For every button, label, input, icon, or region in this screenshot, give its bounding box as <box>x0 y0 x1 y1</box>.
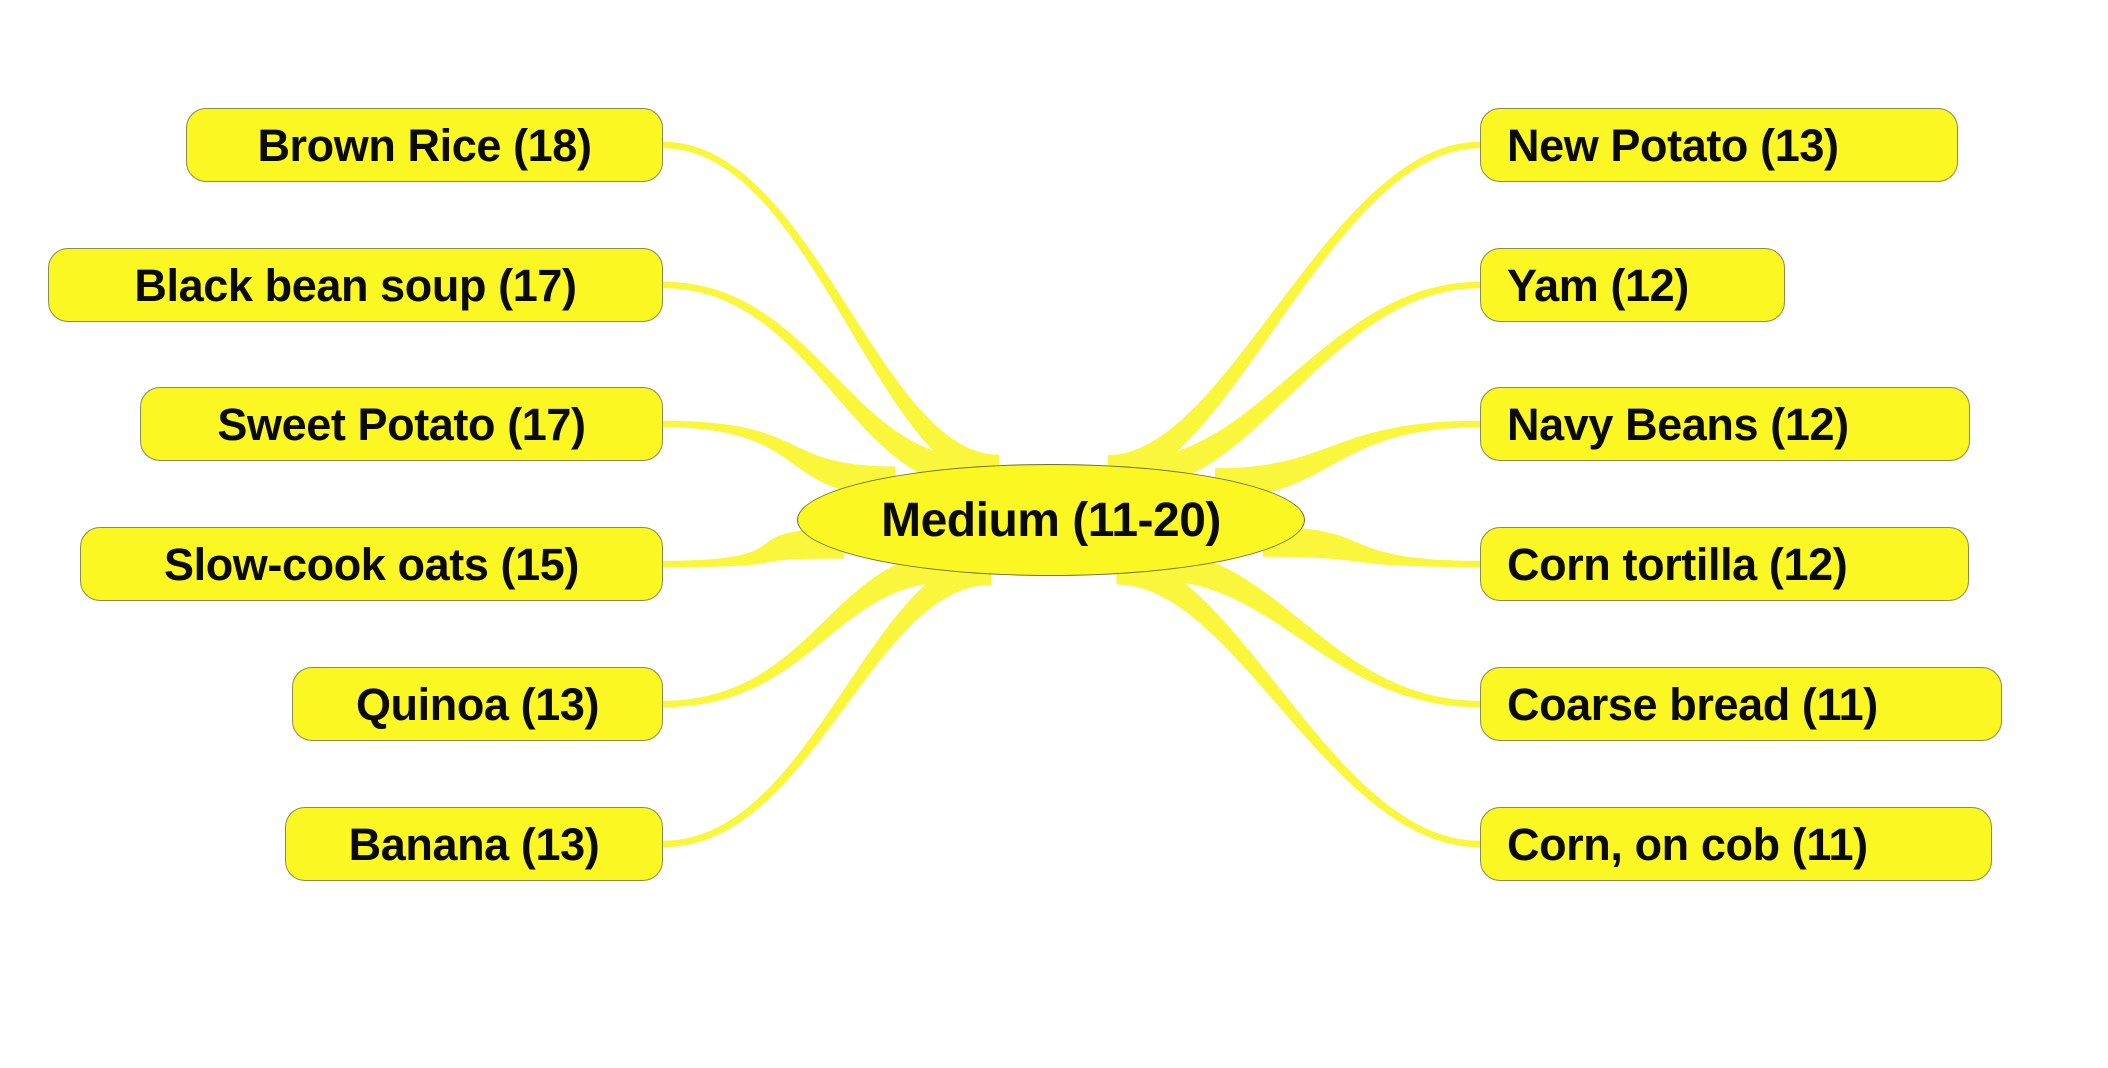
connector-right-5 <box>1116 554 1480 848</box>
node-label: Navy Beans (12) <box>1507 398 1849 450</box>
node-right-3[interactable]: Corn tortilla (12) <box>1480 527 1969 601</box>
node-left-0[interactable]: Brown Rice (18) <box>186 108 663 182</box>
connector-left-4 <box>663 551 953 708</box>
node-label: Corn tortilla (12) <box>1507 538 1848 590</box>
central-node-medium[interactable]: Medium (11-20) <box>797 464 1305 576</box>
node-right-4[interactable]: Coarse bread (11) <box>1480 667 2002 741</box>
node-label: Black bean soup (17) <box>134 259 577 311</box>
connector-left-0 <box>663 141 1000 485</box>
connector-left-1 <box>663 281 972 487</box>
node-left-5[interactable]: Banana (13) <box>285 807 663 881</box>
central-node-label: Medium (11-20) <box>881 493 1221 547</box>
connector-right-1 <box>1138 281 1480 488</box>
node-label: Coarse bread (11) <box>1507 678 1878 730</box>
node-right-0[interactable]: New Potato (13) <box>1480 108 1958 182</box>
connector-left-5 <box>663 554 992 848</box>
node-left-1[interactable]: Black bean soup (17) <box>48 248 663 322</box>
node-right-1[interactable]: Yam (12) <box>1480 248 1785 322</box>
node-label: Corn, on cob (11) <box>1507 818 1868 870</box>
node-right-2[interactable]: Navy Beans (12) <box>1480 387 1970 461</box>
node-label: Brown Rice (18) <box>257 119 592 171</box>
node-label: Sweet Potato (17) <box>217 398 586 450</box>
connector-right-0 <box>1108 141 1480 486</box>
node-left-4[interactable]: Quinoa (13) <box>292 667 663 741</box>
node-label: Banana (13) <box>348 818 600 870</box>
connector-right-4 <box>1157 550 1480 708</box>
node-left-2[interactable]: Sweet Potato (17) <box>140 387 663 461</box>
node-label: New Potato (13) <box>1507 119 1839 171</box>
node-right-5[interactable]: Corn, on cob (11) <box>1480 807 1992 881</box>
node-label: Quinoa (13) <box>355 678 600 730</box>
node-label: Slow-cook oats (15) <box>164 538 579 590</box>
node-label: Yam (12) <box>1507 259 1689 311</box>
node-left-3[interactable]: Slow-cook oats (15) <box>80 527 663 601</box>
